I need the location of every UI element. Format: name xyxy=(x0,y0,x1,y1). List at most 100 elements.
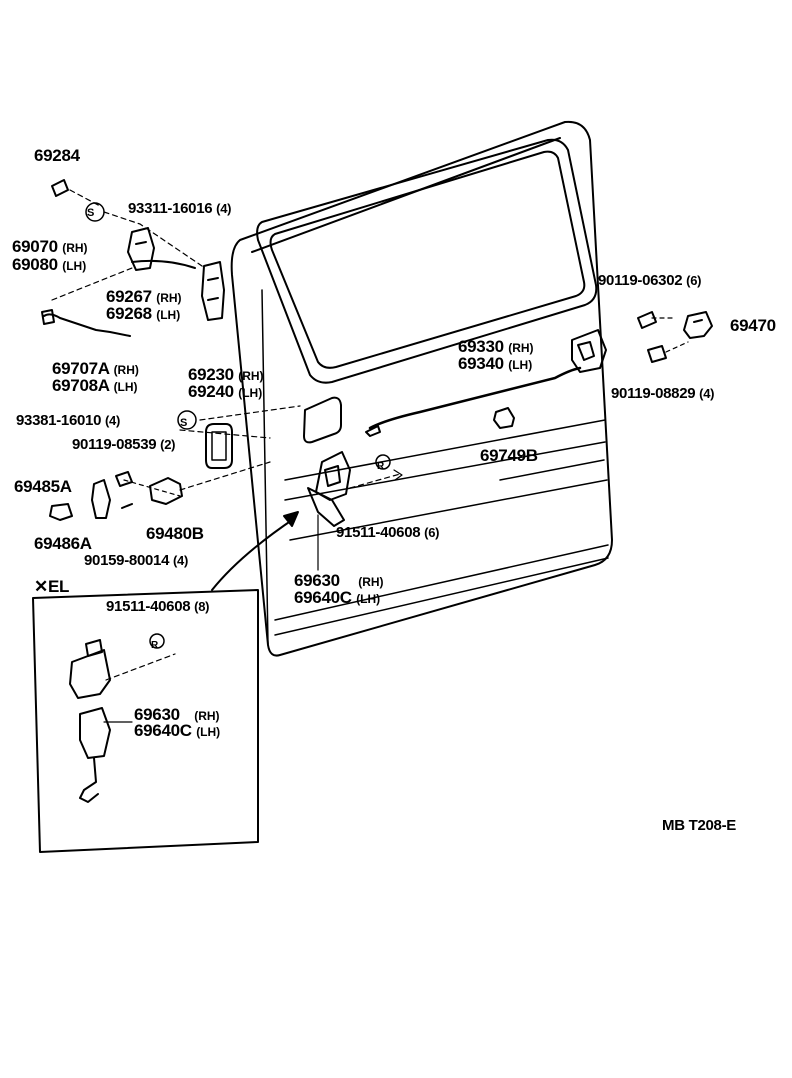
label-69070-rh: 69070 (RH) xyxy=(12,238,88,257)
part-number: 91511-40608 xyxy=(336,524,421,541)
part-number: 69340 xyxy=(458,354,504,373)
symbol-r-main: R xyxy=(377,455,384,476)
r-symbol: R xyxy=(151,640,159,651)
label-69708A-lh: 69708A (LH) xyxy=(52,377,138,396)
label-69230-rh: 69230 (RH) xyxy=(188,366,264,385)
bolt-90119-08829 xyxy=(647,345,667,363)
label-90119-06302: 90119-06302 (6) xyxy=(598,272,701,290)
side-lh: (LH) xyxy=(356,592,381,606)
part-number: 90119-08539 xyxy=(72,436,157,453)
label-69268-lh: 69268 (LH) xyxy=(106,305,180,324)
part-number: 69267 xyxy=(106,287,152,306)
control-cable xyxy=(368,366,582,430)
part-number: 69268 xyxy=(106,304,152,323)
label-90159: 90159-80014 (4) xyxy=(84,552,188,570)
bracket-69485A xyxy=(91,479,111,519)
label-69284: 69284 xyxy=(34,146,80,165)
remote-69480B xyxy=(149,477,183,505)
side-lh: (LH) xyxy=(238,386,263,400)
part-number: 69707A xyxy=(52,359,110,378)
bolt-90119-06302 xyxy=(637,311,657,329)
side-rh: (RH) xyxy=(194,709,220,723)
part-number: 69630 xyxy=(134,705,180,724)
part-number: 69330 xyxy=(458,337,504,356)
quantity: (6) xyxy=(686,273,702,288)
handle-69230 xyxy=(205,423,233,469)
label-90119-08829: 90119-08829 (4) xyxy=(611,385,714,403)
side-rh: (RH) xyxy=(62,241,88,255)
r-washer-inset xyxy=(149,633,165,649)
inset-frame xyxy=(32,589,259,853)
bumper-69749B xyxy=(493,407,515,429)
quantity: (2) xyxy=(160,437,176,452)
label-inset-69630-rh: 69630 (RH) xyxy=(134,706,220,725)
label-69630-rh: 69630 (RH) xyxy=(294,572,384,591)
side-rh: (RH) xyxy=(156,291,182,305)
part-number: 90159-80014 xyxy=(84,552,170,569)
s-washer-1 xyxy=(85,202,105,222)
s-washer-2 xyxy=(177,410,197,430)
hinge-69070 xyxy=(127,227,155,271)
label-69486A: 69486A xyxy=(34,534,92,553)
quantity: (6) xyxy=(424,525,440,540)
label-69267-rh: 69267 (RH) xyxy=(106,288,182,307)
handle-recess xyxy=(303,396,342,444)
label-69707A-rh: 69707A (RH) xyxy=(52,360,139,379)
side-rh: (RH) xyxy=(113,363,139,377)
s-symbol: S xyxy=(180,417,188,429)
rear-lock xyxy=(571,329,607,373)
window-frame xyxy=(256,138,598,384)
hinge-69267 xyxy=(201,261,225,321)
r-washer-main xyxy=(375,454,391,470)
quantity: (8) xyxy=(194,599,210,614)
label-69640C-lh: 69640C (LH) xyxy=(294,589,380,608)
label-69749B: 69749B xyxy=(480,446,538,465)
side-lh: (LH) xyxy=(113,380,138,394)
part-number: 69240 xyxy=(188,382,234,401)
part-number: 90119-06302 xyxy=(598,272,683,289)
side-lh: (LH) xyxy=(62,259,87,273)
part-number: 69080 xyxy=(12,255,58,274)
label-93381: 93381-16010 (4) xyxy=(16,412,120,430)
window-glass xyxy=(269,150,586,369)
label-69485A: 69485A xyxy=(14,477,72,496)
diagram-code: MB T208-E xyxy=(662,817,736,834)
part-number: 93311-16016 xyxy=(128,200,213,217)
label-69330-rh: 69330 (RH) xyxy=(458,338,534,357)
r-symbol: R xyxy=(377,461,385,472)
side-lh: (LH) xyxy=(196,725,221,739)
part-number: 69708A xyxy=(52,376,110,395)
side-rh: (RH) xyxy=(358,575,384,589)
symbol-s-1: S xyxy=(87,202,94,222)
quantity: (4) xyxy=(105,413,120,428)
quantity: (4) xyxy=(216,201,232,216)
part-number: 91511-40608 xyxy=(106,598,191,615)
label-91511-inset: 91511-40608 (8) xyxy=(106,598,209,616)
part-number: 69640C xyxy=(134,721,192,740)
clip-69284 xyxy=(51,179,69,197)
quantity: (4) xyxy=(699,386,715,401)
pad-69486A xyxy=(49,503,73,521)
label-el-mark: ✕EL xyxy=(34,577,70,596)
side-lh: (LH) xyxy=(508,358,533,372)
label-69340-lh: 69340 (LH) xyxy=(458,355,532,374)
label-90119-08539: 90119-08539 (2) xyxy=(72,436,175,454)
inset-lock xyxy=(69,649,111,699)
part-number: 90119-08829 xyxy=(611,385,696,402)
label-69240-lh: 69240 (LH) xyxy=(188,383,262,402)
quantity: (4) xyxy=(173,553,188,568)
label-69470: 69470 xyxy=(730,316,776,335)
label-69080-lh: 69080 (LH) xyxy=(12,256,86,275)
door-panel xyxy=(230,120,613,657)
part-number: 69640C xyxy=(294,588,352,607)
callout-arrow xyxy=(211,517,296,591)
symbol-r-inset: R xyxy=(151,634,158,655)
part-number: 69630 xyxy=(294,571,340,590)
label-91511-main: 91511-40608 (6) xyxy=(336,524,439,542)
rod-69707A xyxy=(43,313,131,337)
side-rh: (RH) xyxy=(238,369,264,383)
side-lh: (LH) xyxy=(156,308,181,322)
part-number: 69230 xyxy=(188,365,234,384)
part-number: 93381-16010 xyxy=(16,412,102,429)
